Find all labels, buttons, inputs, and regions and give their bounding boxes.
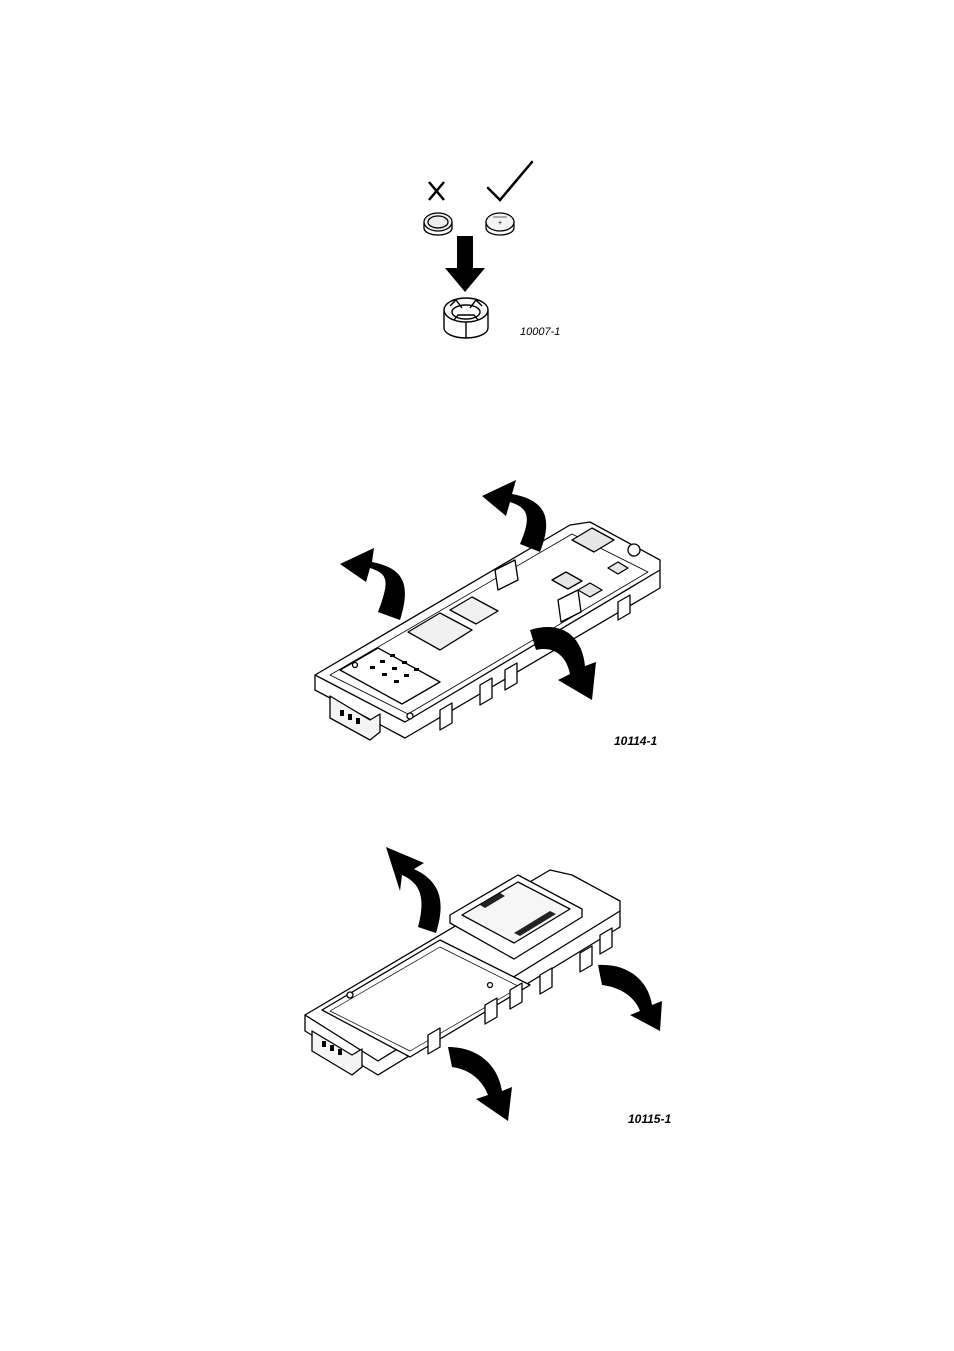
battery-correct-icon: +	[486, 213, 514, 235]
pcb-shield-removal-illustration	[300, 470, 680, 760]
figure-ref-label: 10115-1	[628, 1112, 671, 1126]
curved-arrow-icon	[482, 480, 546, 552]
figure-ref-label: 10007-1	[520, 326, 560, 338]
figure-pcb-shield-removal	[300, 470, 680, 760]
figure-ref-label: 10114-1	[614, 734, 657, 748]
cross-mark-icon	[429, 182, 444, 200]
check-mark-icon	[488, 162, 532, 200]
battery-orientation-illustration: +	[410, 150, 570, 350]
curved-arrow-icon	[386, 847, 441, 933]
battery-holder-icon	[444, 298, 488, 338]
arrow-down-icon	[445, 236, 485, 292]
curved-arrow-icon	[448, 1047, 512, 1121]
curved-arrow-icon	[530, 627, 596, 700]
figure-battery-orientation: +	[410, 150, 570, 350]
figure-display-removal	[300, 835, 680, 1135]
curved-arrow-icon	[598, 965, 662, 1031]
curved-arrow-icon	[340, 548, 405, 620]
svg-text:+: +	[498, 220, 502, 227]
battery-wrong-icon	[424, 213, 452, 235]
display-removal-illustration	[300, 835, 680, 1135]
